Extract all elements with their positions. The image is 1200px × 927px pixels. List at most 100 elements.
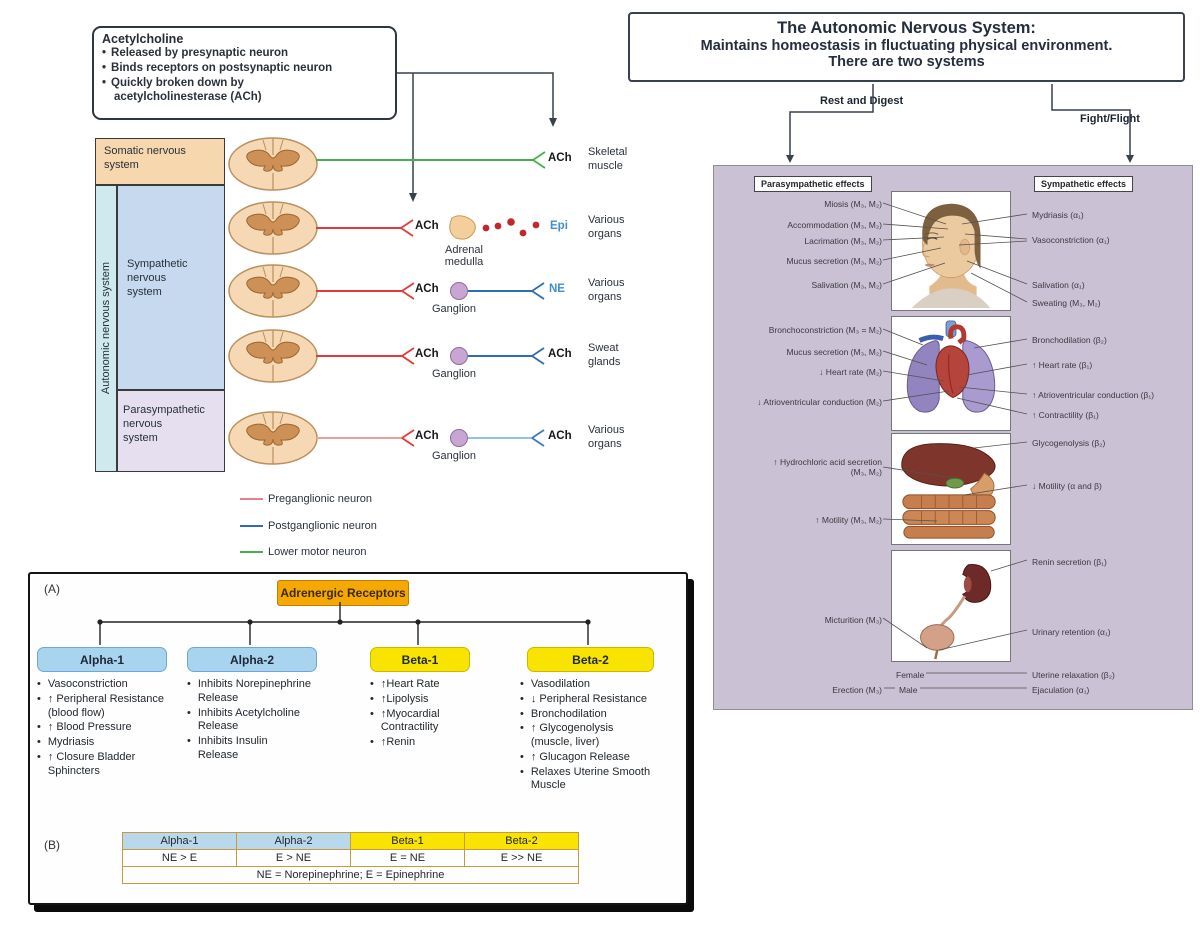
para-label-hcl-secretion: ↑ Hydrochloric acid secretion (M₃, M₂) [773,457,882,478]
para-label-bronchoconstriction: Bronchoconstriction (M₃ = M₂) [768,325,882,335]
adrenergic-receptors-root-box: Adrenergic Receptors [277,580,409,606]
ach-bullet-3: Quickly broken down by [111,76,244,89]
list-item: ↑ Blood Pressure [47,721,132,734]
ganglion-icon [450,282,468,300]
row3-ne-label: NE [549,283,565,295]
beta-2-effects-list: •Vasodilation •↓ Peripheral Resistance •… [520,678,651,792]
list-item: ↑Lipolysis [380,692,429,705]
symp-label-heart-rate: ↑ Heart rate (β₁) [1032,360,1093,370]
legend-lower-motor-label: Lower motor neuron [268,546,367,558]
head-illustration-box [891,191,1011,311]
symp-label-uterine-relaxation: Uterine relaxation (β₂) [1032,670,1115,680]
liver-intestines-illustration [901,443,996,539]
somatic-ns-label: Somatic nervous system [104,145,186,171]
down-arrow-icon [409,193,417,202]
lungs-heart-illustration-box [891,316,1011,431]
table-cell: E = NE [350,849,465,867]
panel-b-marker: (B) [44,838,60,852]
list-item: Vasoconstriction [47,678,128,690]
table-header: Alpha-1 [122,832,237,850]
table-cell: E > NE [236,849,351,867]
list-item: Inhibits Insulin Release [197,735,268,761]
row2-epi-label: Epi [550,220,568,232]
adrenal-medulla-icon [449,215,476,240]
symp-label-mydriasis: Mydriasis (α₁) [1032,210,1084,220]
list-item: ↑ Peripheral Resistance (blood flow) [47,692,165,719]
symp-label-bronchodilation: Bronchodilation (β₂) [1032,335,1107,345]
para-label-mucus-secretion-head: Mucus secretion (M₃, M₂) [786,256,882,266]
symp-label-contractility: ↑ Contractility (β₁) [1032,410,1099,420]
table-cell: NE > E [122,849,237,867]
list-item: ↓ Peripheral Resistance [530,692,648,705]
down-arrow-icon [549,118,557,127]
adrenal-medulla-label: Adrenal medulla [444,244,484,268]
list-item: ↑Heart Rate [380,678,440,690]
down-arrow-icon [1126,155,1134,163]
sympathetic-ns-cell [117,185,225,390]
head-illustration [911,203,991,309]
table-header: Beta-1 [350,832,465,850]
list-item: ↑ Closure Bladder Sphincters [47,750,136,777]
ans-title-box: The Autonomic Nervous System: Maintains … [628,12,1185,82]
list-item: Relaxes Uterine Smooth Muscle [530,765,651,792]
para-label-heart-rate: ↓ Heart rate (M₂) [819,367,882,377]
para-label-accommodation: Accommodation (M₃, M₂) [787,220,882,230]
parasympathetic-effects-header: Parasympathetic effects [754,176,872,192]
female-label: Female [896,670,925,680]
symp-label-ejaculation: Ejaculation (α₁) [1032,685,1090,695]
table-footnote: NE = Norepinephrine; E = Epinephrine [122,866,579,884]
bullet-icon: • [102,76,107,89]
sympathetic-effects-header: Sympathetic effects [1034,176,1134,192]
table-header: Alpha-2 [236,832,351,850]
row4-ach2-label: ACh [548,348,572,360]
row3-ganglion-label: Ganglion [432,303,477,315]
symp-label-urinary-retention: Urinary retention (α₁) [1032,627,1111,637]
para-label-micturition: Micturition (M₃) [824,615,882,625]
parasympathetic-ns-cell [117,390,225,472]
row1-lower-motor-neuron [316,151,546,169]
symp-label-renin-secretion: Renin secretion (β₁) [1032,557,1107,567]
symp-label-av-conduction: ↑ Atrioventricular conduction (β₁) [1032,390,1155,400]
row1-target-label: Skeletal muscle [588,146,628,172]
row4-target-label: Sweat glands [588,342,621,368]
alpha-1-box: Alpha-1 [37,647,167,672]
ans-title-line1: The Autonomic Nervous System: [777,19,1036,37]
fight-flight-label: Fight/Flight [1080,113,1140,125]
ach-bullet-2: Binds receptors on postsynaptic neuron [111,61,333,74]
beta-1-effects-list: •↑Heart Rate •↑Lipolysis •↑Myocardial Co… [370,678,440,748]
sympathetic-ns-label: Sympathetic nervous system [127,258,188,298]
ganglion-icon [450,347,468,365]
row2-preganglionic-neuron [316,219,414,237]
list-item: ↑Myocardial Contractility [380,707,440,734]
symp-label-vasoconstriction: Vasoconstriction (α₁) [1032,235,1110,245]
alpha-2-effects-list: •Inhibits Norepinephrine Release •Inhibi… [187,678,311,761]
ans-title-line2: Maintains homeostasis in fluctuating phy… [700,38,1113,54]
symp-label-salivation: Salivation (α₁) [1032,280,1085,290]
row2-target-label: Various organs [588,214,625,240]
acetylcholine-title: Acetylcholine [102,32,184,46]
legend-postganglionic-label: Postganglionic neuron [268,520,377,532]
autonomic-ns-label: Autonomic nervous system [100,262,112,395]
alpha-2-box: Alpha-2 [187,647,317,672]
para-label-miosis: Miosis (M₃, M₂) [824,199,882,209]
male-label: Male [899,685,918,695]
list-item: Bronchodilation [530,707,607,720]
rest-and-digest-label: Rest and Digest [820,95,904,107]
row5-ganglion-label: Ganglion [432,450,477,462]
bullet-icon: • [102,61,107,74]
row2-ach-label: ACh [415,220,439,232]
receptor-affinity-table: Alpha-1 Alpha-2 Beta-1 Beta-2 NE > E E >… [122,832,579,884]
table-header: Beta-2 [464,832,579,850]
ganglion-icon [450,429,468,447]
kidney-bladder-illustration-box [891,550,1011,662]
row3-target-label: Various organs [588,277,625,303]
kidney-bladder-illustration [920,564,992,660]
ach-bullet-1: Released by presynaptic neuron [111,47,289,59]
table-cell: E >> NE [464,849,579,867]
ach-bullet-3-bold: acetylcholinesterase (ACh) [114,90,262,103]
panel-a-marker: (A) [44,582,60,596]
down-arrow-icon [786,155,794,163]
para-label-av-conduction: ↓ Atrioventricular conduction (M₂) [757,397,882,407]
row5-target-label: Various organs [588,424,625,450]
acetylcholine-note-box: Acetylcholine • Released by presynaptic … [92,26,397,120]
